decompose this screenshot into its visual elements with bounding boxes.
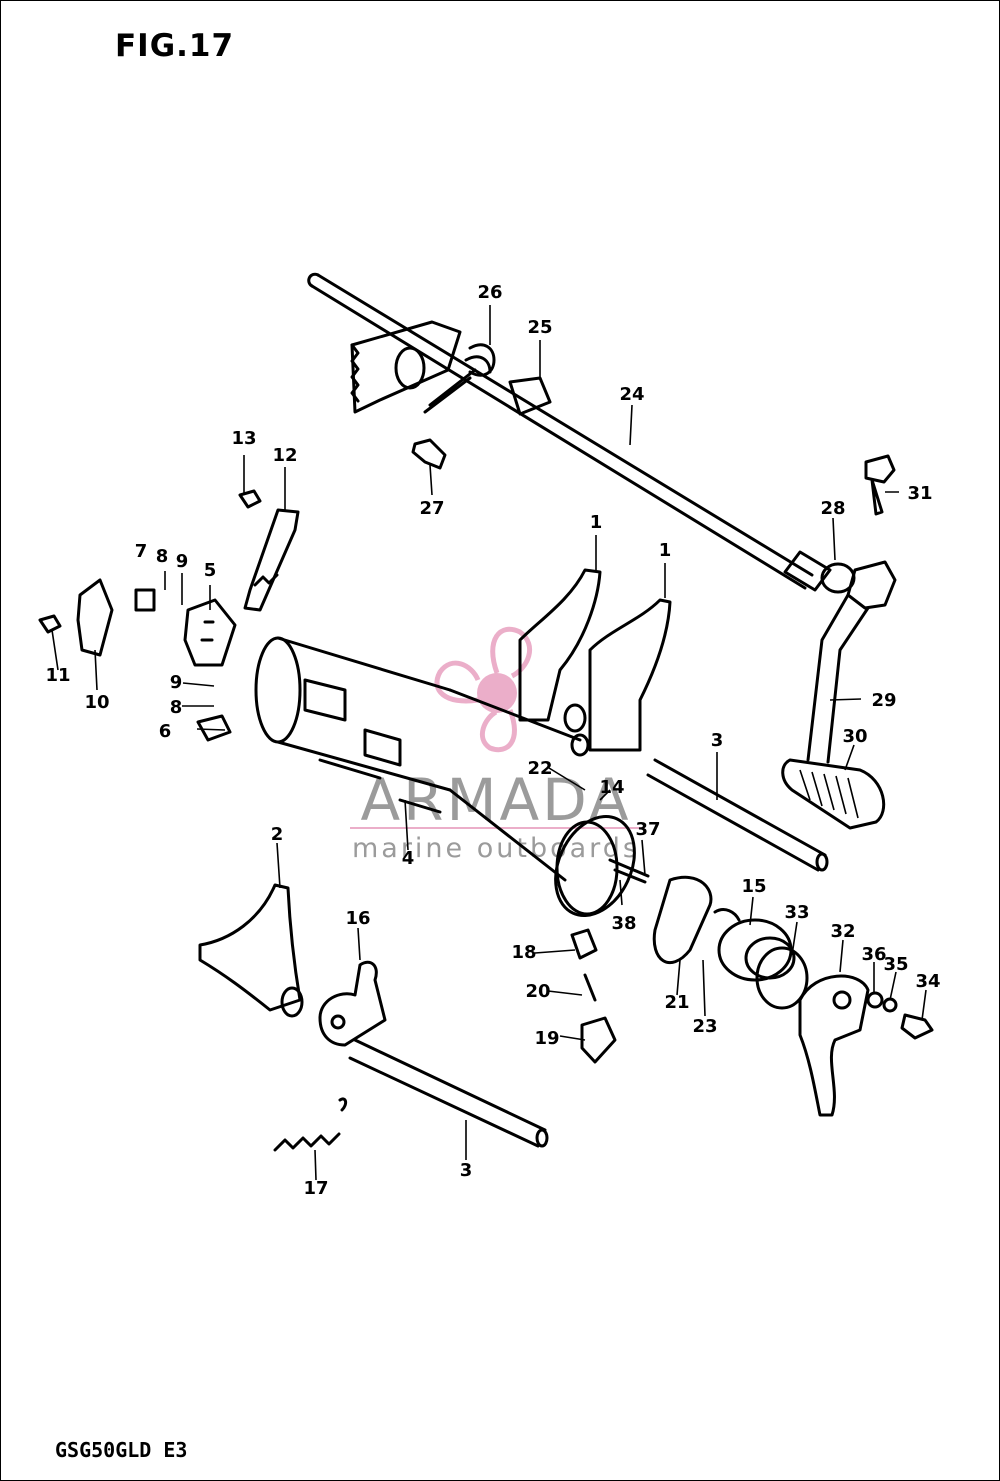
callout-11: 11 — [45, 665, 70, 686]
callout-23: 23 — [692, 1016, 717, 1037]
fork-shaft-lower — [348, 1038, 549, 1148]
callout-8b: 8 — [170, 697, 183, 718]
callout-30: 30 — [842, 726, 867, 747]
callout-25: 25 — [527, 317, 552, 338]
callout-19: 19 — [534, 1028, 559, 1049]
callout-29: 29 — [871, 690, 896, 711]
callout-5: 5 — [204, 560, 217, 581]
callout-15: 15 — [741, 876, 766, 897]
callout-24: 24 — [619, 384, 644, 405]
callout-18: 18 — [511, 942, 536, 963]
figure-title: FIG.17 — [115, 28, 235, 64]
callout-13: 13 — [231, 428, 256, 449]
callout-8a: 8 — [156, 546, 169, 567]
stopper-plate — [318, 960, 387, 1047]
callout-27: 27 — [419, 498, 444, 519]
gearshift-arm — [798, 974, 934, 1117]
shift-lever — [781, 454, 897, 830]
callout-9b: 9 — [170, 672, 183, 693]
callout-3b: 3 — [460, 1160, 473, 1181]
cam-driven-gear — [134, 588, 237, 742]
watermark-tagline: marine outboards — [352, 833, 640, 864]
callout-4: 4 — [402, 848, 415, 869]
callout-16: 16 — [345, 908, 370, 929]
cam-stopper-plate-10 — [76, 578, 114, 657]
callout-6: 6 — [159, 721, 172, 742]
pin-37-38 — [608, 858, 650, 884]
callout-2: 2 — [271, 824, 284, 845]
callout-36: 36 — [861, 944, 886, 965]
callout-35: 35 — [883, 954, 908, 975]
callout-38: 38 — [611, 913, 636, 934]
bolt-11-13 — [38, 489, 262, 634]
callout-21: 21 — [664, 992, 689, 1013]
callout-1a: 1 — [590, 512, 603, 533]
callout-33: 33 — [784, 902, 809, 923]
fork-shaft-upper — [646, 758, 829, 872]
callout-3a: 3 — [711, 730, 724, 751]
model-code: GSG50GLD E3 — [55, 1438, 188, 1462]
cam-bearing-group — [652, 875, 809, 1010]
shift-fork-1 — [518, 568, 672, 757]
callout-32: 32 — [830, 921, 855, 942]
spring-17 — [273, 1097, 348, 1152]
neutral-switch-parts — [570, 928, 617, 1064]
callout-26: 26 — [477, 282, 502, 303]
leader-lines — [51, 305, 927, 1181]
callout-31: 31 — [907, 483, 932, 504]
plate-12 — [243, 508, 300, 612]
callout-12: 12 — [272, 445, 297, 466]
callout-28: 28 — [820, 498, 845, 519]
callout-9a: 9 — [176, 551, 189, 572]
bolt-27 — [411, 438, 447, 470]
callout-10: 10 — [84, 692, 109, 713]
callout-1b: 1 — [659, 540, 672, 561]
callout-7: 7 — [135, 541, 148, 562]
gearshift-shaft — [307, 272, 832, 592]
shift-fork-2 — [198, 883, 304, 1018]
callout-labels: 1 1 2 3 3 4 5 6 7 8 8 9 9 10 11 12 13 14… — [45, 282, 940, 1199]
callout-34: 34 — [915, 971, 940, 992]
retainer-ring — [554, 814, 636, 918]
callout-17: 17 — [303, 1178, 328, 1199]
callout-37: 37 — [635, 819, 660, 840]
callout-22: 22 — [527, 758, 552, 779]
callout-20: 20 — [525, 981, 550, 1002]
callout-14: 14 — [599, 777, 624, 798]
